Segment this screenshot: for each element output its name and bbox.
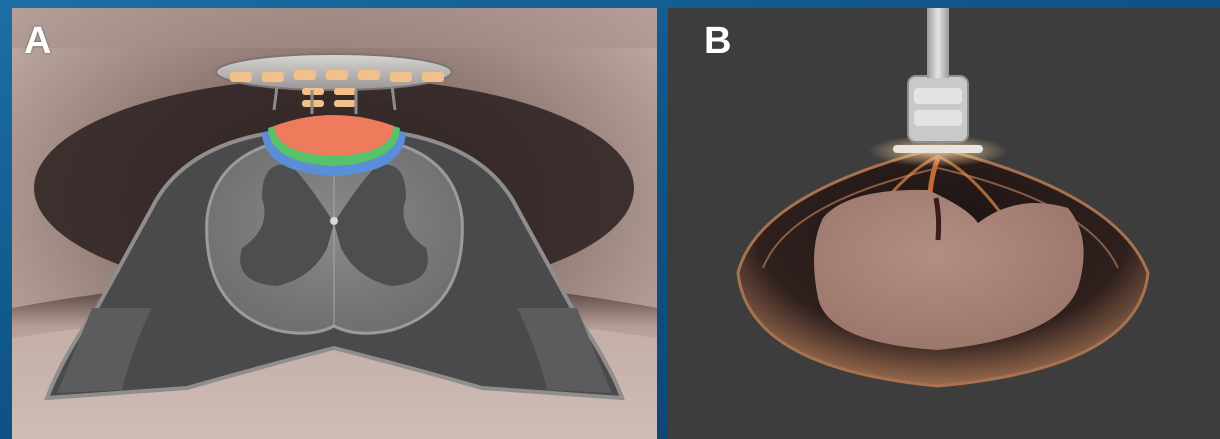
panel-label-a: A: [24, 22, 51, 60]
electrode-connector: [908, 76, 968, 142]
spinal-cord-illustration: [12, 8, 657, 439]
electrode-cable: [927, 8, 949, 78]
electrode-contact-bar: [893, 145, 983, 153]
field-model-illustration: [668, 8, 1220, 439]
panel-label-b: B: [704, 22, 731, 60]
panel-a: A: [12, 8, 657, 439]
panel-b: B: [668, 8, 1220, 439]
